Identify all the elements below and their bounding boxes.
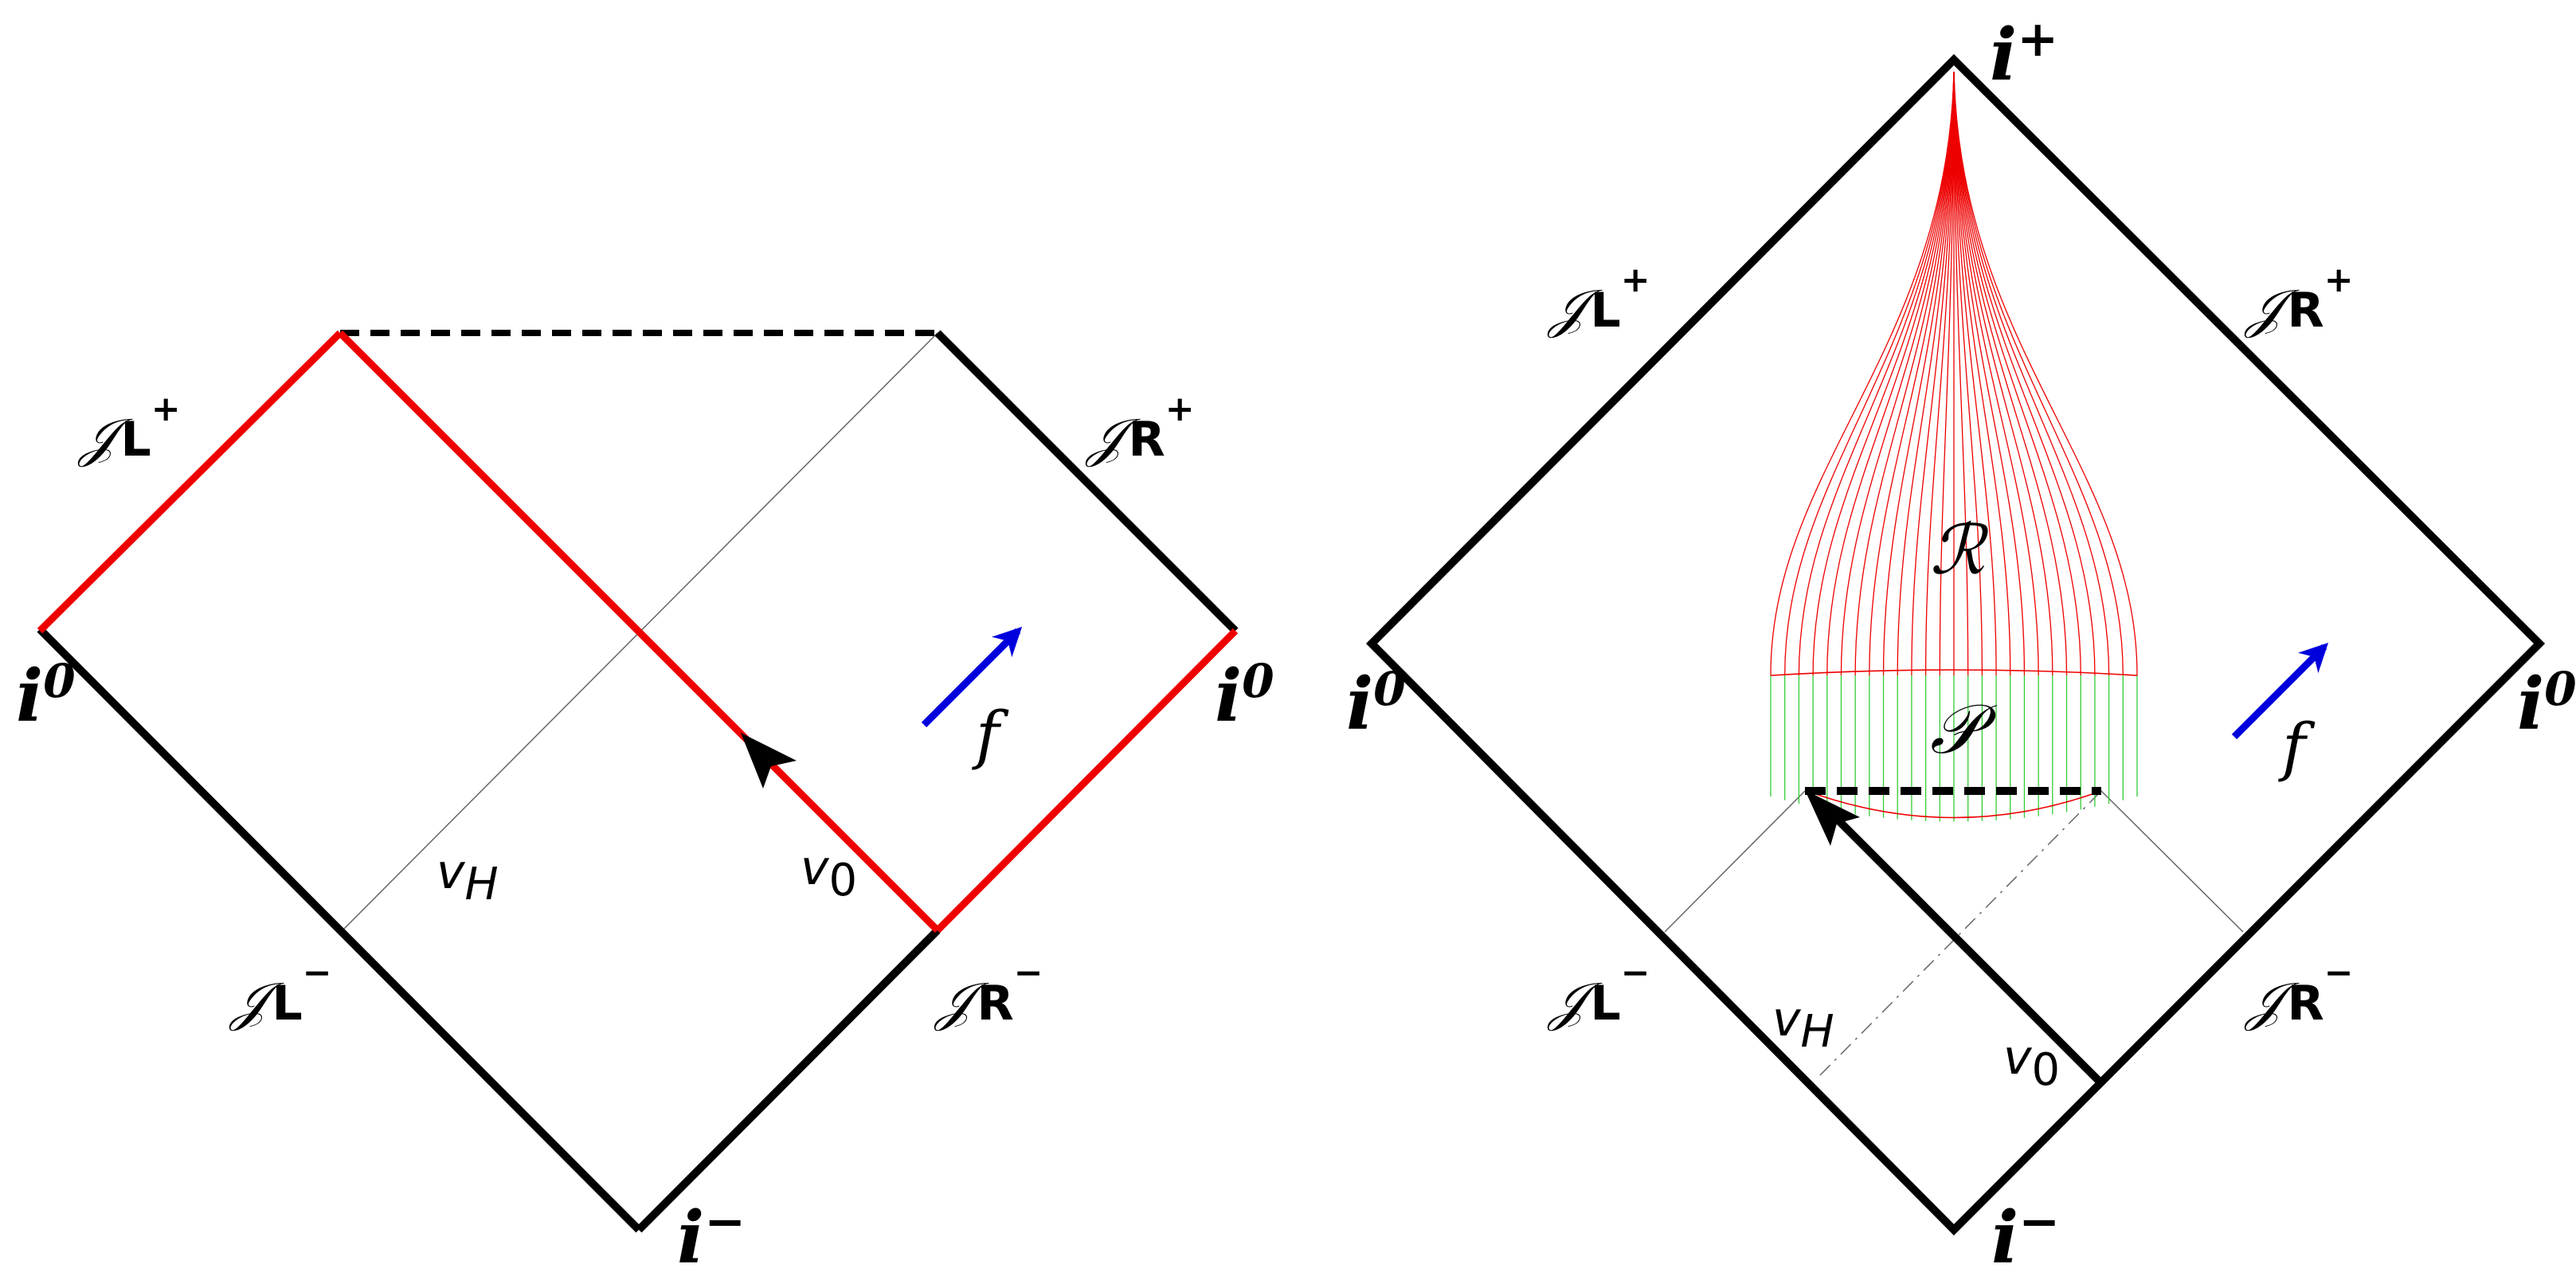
mesh-red-line bbox=[1939, 71, 1955, 676]
left-i-minus: i− bbox=[677, 1192, 746, 1276]
mesh-red-line bbox=[1953, 71, 1997, 676]
right-region-R: ℛ bbox=[1930, 511, 1989, 590]
mesh-red-line bbox=[1840, 71, 1955, 676]
right-region-P: 𝒫 bbox=[1930, 690, 1997, 769]
mesh-bottom-arc bbox=[1806, 790, 2102, 819]
mesh-red-line bbox=[1784, 71, 1955, 676]
right-i0-left: i0 bbox=[1346, 662, 1406, 746]
mesh-red-line bbox=[1798, 71, 1955, 676]
mesh-red-line bbox=[1953, 71, 1969, 676]
trapped-region-mesh bbox=[1770, 71, 2138, 822]
left-f-arrow bbox=[921, 626, 1023, 728]
mesh-red-line bbox=[1953, 71, 2026, 676]
mesh-boundary-RP bbox=[1770, 669, 2138, 676]
mesh-red-line bbox=[1897, 71, 1955, 676]
left-red-shell bbox=[337, 330, 941, 934]
mesh-red-line bbox=[1953, 71, 2053, 676]
mesh-red-line bbox=[1953, 71, 2124, 676]
right-horizon-dashdot bbox=[1819, 790, 2102, 1076]
right-i-plus: i+ bbox=[1990, 10, 2058, 97]
mesh-red-line bbox=[1826, 71, 1955, 676]
left-v0-label: v0 bbox=[801, 840, 857, 906]
mesh-red-line bbox=[1953, 71, 2110, 676]
mesh-red-line bbox=[1882, 71, 1955, 676]
mesh-red-line bbox=[1911, 71, 1955, 676]
left-red-scri-R-minus bbox=[934, 628, 1239, 934]
right-shell-arrow bbox=[1805, 790, 1860, 846]
left-past-null-left bbox=[37, 626, 642, 1233]
right-horizon-thin-right bbox=[2100, 790, 2244, 933]
mesh-red-line bbox=[1953, 71, 2068, 676]
mesh-red-line bbox=[1854, 71, 1955, 676]
mesh-red-line bbox=[1953, 71, 2039, 676]
right-shell-line bbox=[1826, 808, 2103, 1085]
mesh-red-line bbox=[1812, 71, 1955, 676]
left-future-null-right bbox=[934, 330, 1239, 634]
mesh-red-line bbox=[1953, 71, 2081, 676]
right-i0-right: i0 bbox=[2517, 662, 2576, 746]
mesh-red-line bbox=[1953, 71, 2096, 676]
right-v0-label: v0 bbox=[2003, 1030, 2060, 1096]
mesh-red-line bbox=[1869, 71, 1955, 676]
left-vH-label: vH bbox=[437, 844, 499, 910]
right-horizon-thin-left bbox=[1664, 790, 1806, 933]
right-f-arrow bbox=[2231, 642, 2329, 740]
mesh-red-line bbox=[1770, 71, 1955, 676]
mesh-red-line bbox=[1953, 71, 1983, 676]
mesh-red-line bbox=[1953, 71, 2138, 676]
left-i0-left: i0 bbox=[16, 654, 76, 738]
left-past-null-right bbox=[636, 927, 941, 1233]
left-f-label: f bbox=[972, 698, 1009, 772]
right-vH-label: vH bbox=[1772, 992, 1834, 1058]
right-i-minus: i− bbox=[1991, 1192, 2060, 1276]
mesh-red-line bbox=[1924, 71, 1955, 676]
left-i0-right: i0 bbox=[1215, 654, 1274, 738]
mesh-red-line bbox=[1953, 71, 2011, 676]
right-diamond-outline bbox=[1365, 53, 2546, 1236]
left-shell-arrow bbox=[741, 733, 797, 789]
left-red-scri-L-plus bbox=[37, 330, 343, 634]
right-f-label: f bbox=[2278, 710, 2316, 784]
